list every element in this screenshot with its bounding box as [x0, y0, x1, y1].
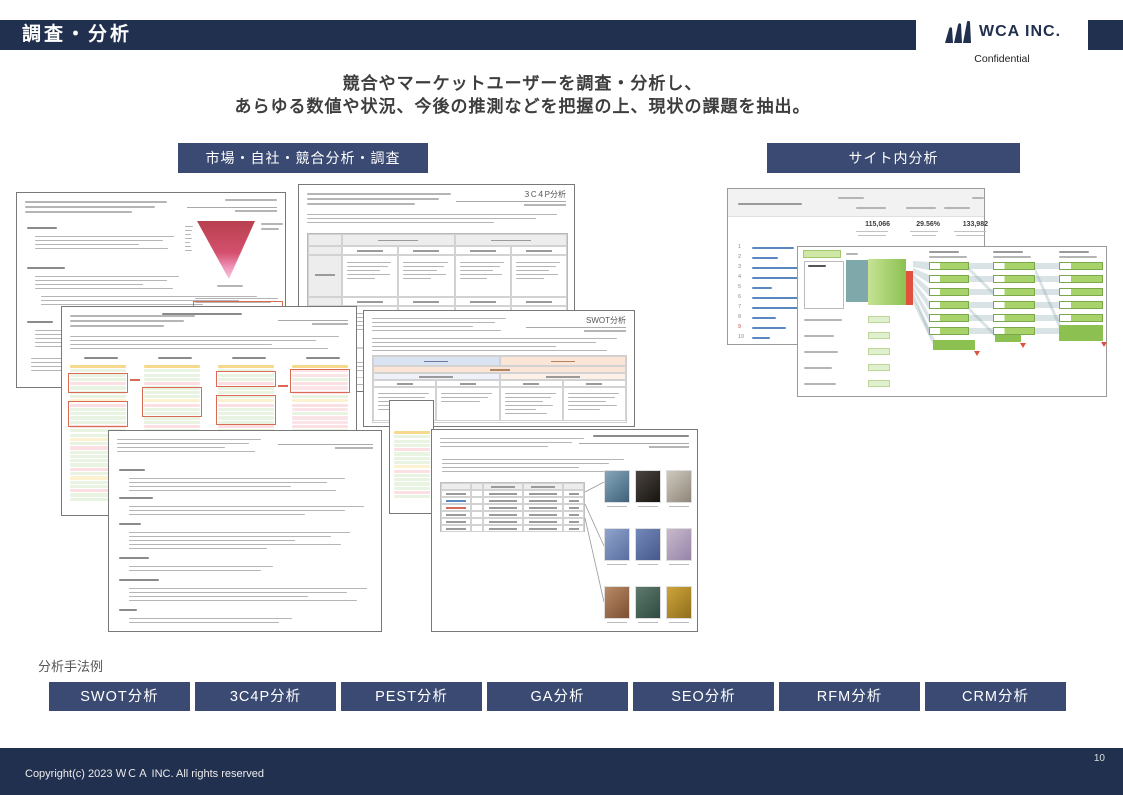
ga-metric-sessions: 115,066 — [865, 221, 890, 228]
heading-line-2: あらゆる数値や状況、今後の推測などを把握の上、現状の課題を抽出。 — [234, 97, 811, 116]
flow-node — [1059, 262, 1103, 270]
product-photo — [635, 586, 661, 619]
product-photo — [604, 528, 630, 561]
ga-header-band — [728, 189, 984, 217]
flow-node — [993, 288, 1035, 296]
doc-text-skeleton — [129, 475, 354, 494]
doc-header-skeleton — [117, 436, 267, 455]
doc-header-skeleton — [307, 190, 457, 208]
doc-header-skeleton — [372, 315, 512, 334]
doc-3c4p-title: ３C４P分析 — [522, 190, 566, 199]
footer-bar: Copyright(c) 2023 ＷＣＡ INC. All rights re… — [0, 748, 1123, 795]
doc-text-skeleton — [129, 585, 377, 604]
flow-node — [993, 327, 1035, 335]
method-button-swot[interactable]: SWOT分析 — [49, 682, 190, 711]
flow-node — [929, 327, 969, 335]
flow-green-block — [868, 259, 906, 305]
flow-teal-block — [846, 260, 868, 302]
product-photo — [635, 470, 661, 503]
method-button-rfm[interactable]: RFM分析 — [779, 682, 920, 711]
flow-node — [929, 275, 969, 283]
doc-paragraph-skeleton — [70, 333, 350, 352]
flow-filter-pill — [803, 250, 841, 258]
dropoff-arrow — [1101, 342, 1107, 347]
section-label-site-analysis[interactable]: サイト内分析 — [767, 143, 1020, 173]
doc-paragraph-skeleton — [372, 335, 627, 354]
doc-text-skeleton — [31, 355, 91, 374]
doc-header-skeleton — [25, 198, 173, 216]
thumbnail-doc-fragment — [389, 400, 434, 514]
dropoff-arrow — [1020, 343, 1026, 348]
method-button-crm[interactable]: CRM分析 — [925, 682, 1066, 711]
thumbnail-doc-qualitative — [431, 429, 698, 632]
flow-node — [1059, 275, 1103, 283]
doc-text-skeleton — [35, 273, 185, 292]
product-photo — [666, 586, 692, 619]
doc-header-skeleton — [440, 435, 590, 450]
ga-metric-pageviews: 133,982 — [962, 221, 988, 228]
ga-metric-bounce-rate: 29.56% — [916, 221, 940, 228]
wca-logo-icon — [943, 21, 973, 43]
flow-node — [929, 314, 969, 322]
doc-text-skeleton — [35, 233, 180, 252]
method-button-seo[interactable]: SEO分析 — [633, 682, 774, 711]
copyright-text: Copyright(c) 2023 ＷＣＡ INC. All rights re… — [25, 768, 265, 780]
heading-line-1: 競合やマーケットユーザーを調査・分析し、 — [342, 74, 703, 93]
flow-start-node — [804, 261, 844, 309]
swot-plus-header — [373, 356, 500, 366]
flow-node — [929, 288, 969, 296]
flow-node — [929, 262, 969, 270]
doc-swot-title: SWOT分析 — [586, 316, 626, 325]
funnel-axis-ticks — [185, 223, 193, 254]
flow-node — [1059, 301, 1103, 309]
dropoff-arrow — [974, 351, 980, 356]
flow-node — [993, 301, 1035, 309]
flow-bottom-bar — [995, 335, 1021, 342]
flow-ribbons — [913, 261, 1061, 349]
doc-text-skeleton — [129, 503, 374, 518]
method-button-3c4p[interactable]: 3C4P分析 — [195, 682, 336, 711]
section-label-market-analysis[interactable]: 市場・自社・競合分析・調査 — [178, 143, 428, 173]
flow-node — [1059, 288, 1103, 296]
product-photo — [666, 528, 692, 561]
doc-header-skeleton — [70, 312, 200, 330]
thumbnail-behavior-flow — [797, 246, 1107, 397]
data-column-skeleton — [70, 365, 126, 502]
doc-text-skeleton — [129, 615, 299, 626]
thumbnail-doc-summary — [108, 430, 382, 632]
product-photo — [666, 470, 692, 503]
doc-text-skeleton — [129, 563, 279, 574]
methods-row: SWOT分析 3C4P分析 PEST分析 GA分析 SEO分析 RFM分析 CR… — [49, 682, 1066, 711]
methods-label: 分析手法例 — [38, 659, 104, 674]
doc-paragraph-skeleton — [442, 456, 632, 475]
product-photo — [635, 528, 661, 561]
product-photo — [604, 586, 630, 619]
doc-paragraph-skeleton — [307, 211, 567, 226]
connector-lines — [584, 481, 605, 603]
flow-bottom-bar — [933, 340, 975, 350]
flow-node — [993, 314, 1035, 322]
data-column-skeleton — [394, 431, 430, 500]
logo-text: WCA INC. — [978, 23, 1062, 40]
flow-bottom-bar — [1059, 325, 1103, 341]
swot-minus-header — [499, 356, 626, 366]
doc-text-skeleton — [129, 529, 359, 552]
flow-node — [993, 275, 1035, 283]
flow-node — [1059, 314, 1103, 322]
method-button-pest[interactable]: PEST分析 — [341, 682, 482, 711]
method-button-ga[interactable]: GA分析 — [487, 682, 628, 711]
flow-dropoff-segment — [906, 271, 913, 305]
logo: WCA INC. — [916, 12, 1088, 52]
page-title: 調査・分析 — [22, 24, 133, 45]
funnel-chart — [197, 221, 255, 279]
page-number: 10 — [1093, 753, 1105, 764]
qualitative-table — [440, 482, 585, 532]
slide-heading: 競合やマーケットユーザーを調査・分析し、 あらゆる数値や状況、今後の推測などを把… — [0, 72, 1045, 118]
flow-node — [929, 301, 969, 309]
doc-text-skeleton — [41, 293, 266, 308]
flow-node — [993, 262, 1035, 270]
confidential-label: Confidential — [974, 53, 1030, 65]
product-photo — [604, 470, 630, 503]
